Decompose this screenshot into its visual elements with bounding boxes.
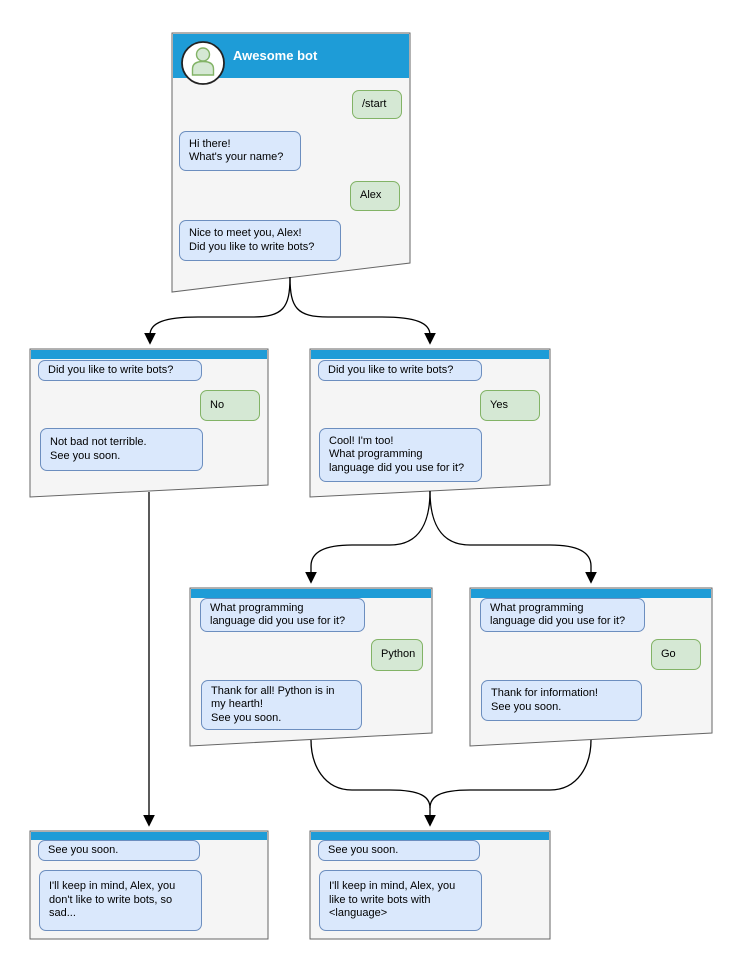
- connector-go-to-end-yes: [429, 739, 592, 809]
- branch-yes-header-bar: [311, 350, 549, 359]
- branch-yes-answer: Yes: [480, 390, 540, 421]
- branch-python-header-bar: [191, 589, 431, 598]
- end-no-header-bar: [31, 832, 267, 840]
- end-no-intro: See you soon.: [38, 840, 200, 861]
- branch-go-answer: Go: [651, 639, 701, 670]
- person-icon: [191, 47, 215, 76]
- end-yes-header-bar: [311, 832, 549, 840]
- branch-go-header-bar: [471, 589, 711, 598]
- branch-python-bot-reply: Thank for all! Python is in my hearth! S…: [201, 680, 362, 730]
- connector-yes-to-python: [305, 490, 431, 584]
- main-window-header: Awesome bot: [173, 34, 409, 85]
- branch-python-question: What programming language did you use fo…: [200, 598, 365, 632]
- user-message-name: Alex: [350, 181, 400, 211]
- branch-go-question: What programming language did you use fo…: [480, 598, 645, 632]
- bot-title: Awesome bot: [233, 48, 318, 63]
- connector-main-to-yes: [289, 276, 436, 345]
- branch-yes-question: Did you like to write bots?: [318, 360, 482, 381]
- connector-main-to-no: [144, 276, 291, 345]
- connector-python-to-end-yes: [310, 739, 436, 827]
- branch-no-header-bar: [31, 350, 267, 359]
- end-yes-bot-reply: I'll keep in mind, Alex, you like to wri…: [319, 870, 482, 931]
- branch-no-bot-reply: Not bad not terrible. See you soon.: [40, 428, 203, 471]
- end-yes-intro: See you soon.: [318, 840, 480, 861]
- bot-message-nice-to-meet: Nice to meet you, Alex! Did you like to …: [179, 220, 341, 261]
- end-no-bot-reply: I'll keep in mind, Alex, you don't like …: [39, 870, 202, 931]
- bot-message-greeting: Hi there! What's your name?: [179, 131, 301, 171]
- branch-no-answer: No: [200, 390, 260, 421]
- branch-yes-bot-reply: Cool! I'm too! What programming language…: [319, 428, 482, 482]
- bot-avatar: [181, 41, 225, 85]
- branch-go-bot-reply: Thank for information! See you soon.: [481, 680, 642, 721]
- connector-yes-to-go: [429, 490, 597, 584]
- branch-python-answer: Python: [371, 639, 423, 671]
- user-message-start: /start: [352, 90, 402, 119]
- branch-no-question: Did you like to write bots?: [38, 360, 202, 381]
